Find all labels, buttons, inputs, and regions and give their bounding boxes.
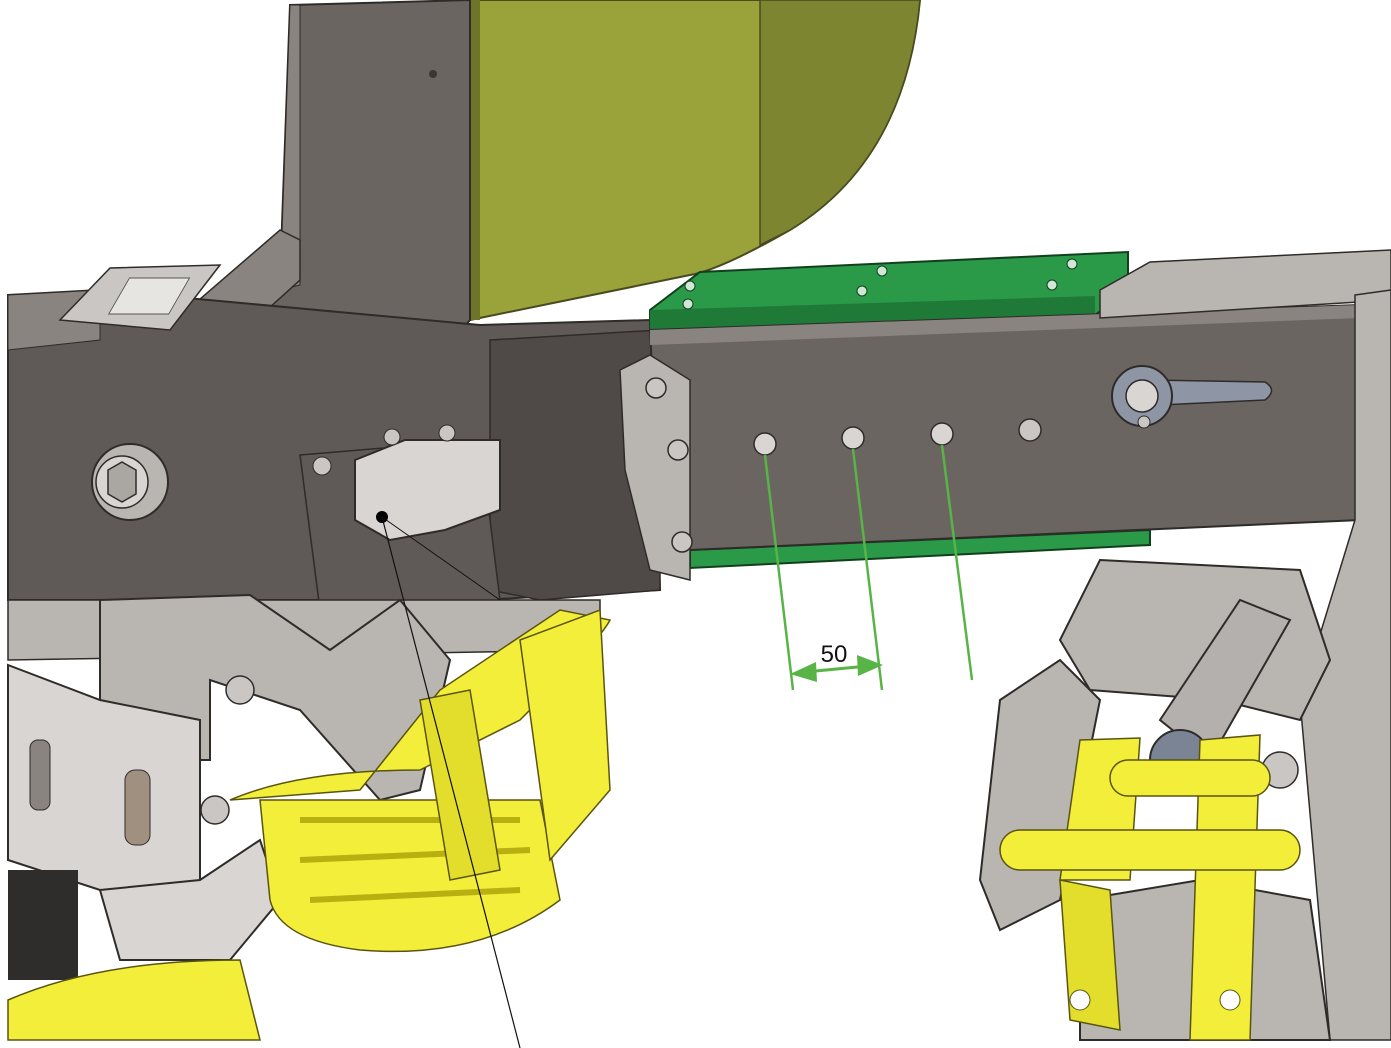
extension-line-1: [763, 454, 795, 691]
arrowhead-right: [857, 655, 883, 676]
nameplate: [58, 264, 222, 331]
clamp-bracket: [299, 424, 501, 611]
yellow-pins: [999, 734, 1301, 1041]
lock-lever: [1111, 365, 1273, 429]
adjustment-holes: [645, 377, 1042, 553]
pivot-bolt: [91, 443, 169, 521]
seed-hopper: [469, 0, 922, 322]
leader-line: [381, 516, 521, 1048]
telescopic-tube: [619, 249, 1391, 1041]
lower-frame: [7, 593, 601, 980]
extension-line-2: [851, 448, 884, 691]
dimension-value: 50: [821, 641, 848, 668]
right-linkage: [978, 558, 1332, 1041]
extension-line-3: [940, 444, 974, 681]
left-beam: [7, 288, 662, 601]
leader-line-secondary: [381, 516, 501, 601]
dimension-annotation: 50: [763, 444, 974, 691]
arrowhead-left: [790, 662, 817, 682]
crumbler-roller: [7, 608, 612, 1041]
